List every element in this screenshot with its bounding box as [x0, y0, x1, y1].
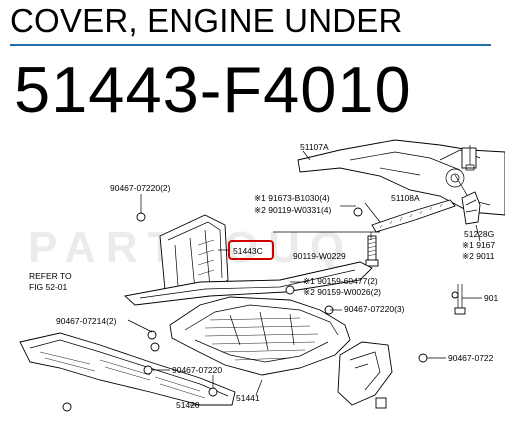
page-title: COVER, ENGINE UNDER [10, 2, 403, 39]
callout-51108a: 51108A [391, 193, 420, 203]
leader-lines [127, 150, 482, 406]
main-cover-51441 [169, 296, 351, 376]
callout-90159-60477: ※1 90159-60477(2) [303, 276, 378, 286]
callout-labels: 51107A 90467-07220(2) ※1 91673-B1030(4) … [29, 142, 498, 410]
bracket-51228g [461, 191, 481, 225]
callout-90467-07220-2: 90467-07220(2) [110, 183, 171, 193]
callout-51228g: 51228G [464, 229, 494, 239]
callout-51107a: 51107A [300, 142, 329, 152]
callout-51443c: 51443C [233, 246, 263, 256]
brace-51108a [371, 199, 456, 233]
clips [62, 207, 459, 412]
callout-91673: ※1 91673-B1030(4) [254, 193, 330, 203]
title-divider [10, 44, 491, 46]
frame-51107a [297, 139, 505, 216]
plate-upper [124, 261, 373, 306]
callout-901-partial: 901 [484, 293, 498, 303]
callout-90467-07214: 90467-07214(2) [56, 316, 117, 326]
callout-90119-w0229: 90119-W0229 [293, 251, 346, 261]
part-number: 51443-F4010 [14, 53, 412, 126]
callout-90467-07220-3: 90467-07220(3) [344, 304, 405, 314]
bolt-vertical [365, 235, 466, 315]
callout-90159-w0026: ※2 90159-W0026(2) [303, 287, 381, 297]
callout-90467-07220: 90467-07220 [172, 365, 222, 375]
callout-51441: 51441 [236, 393, 260, 403]
callout-90119-w0331: ※2 90119-W0331(4) [254, 205, 332, 215]
callout-90467-0722-partial: 90467-0722 [448, 353, 494, 363]
callout-9011-partial: ※2 9011 [462, 251, 495, 261]
callout-refer: REFER TO [29, 271, 72, 281]
rear-plate-right [337, 341, 393, 409]
callout-fig: FIG 52-01 [29, 282, 68, 292]
callout-51420: 51420 [176, 400, 200, 410]
highlight-box [228, 240, 274, 260]
callout-9167-partial: ※1 9167 [462, 240, 495, 250]
